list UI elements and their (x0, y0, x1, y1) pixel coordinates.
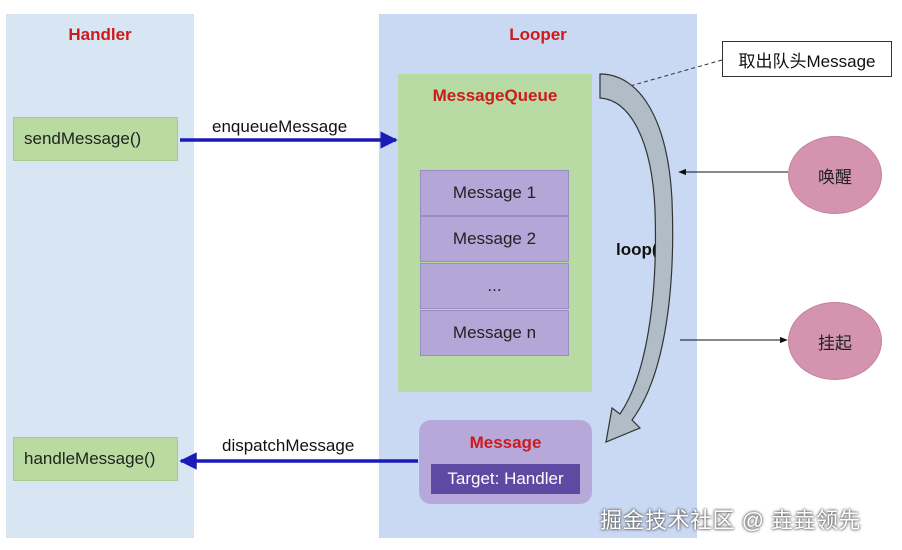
callout-connector (629, 59, 723, 87)
queue-item: ... (420, 263, 569, 309)
message-queue-title: MessageQueue (432, 86, 558, 105)
message-title: Message (469, 433, 542, 452)
enqueue-label: enqueueMessage (212, 117, 348, 136)
queue-item: Message 2 (420, 216, 569, 262)
looper-title: Looper (509, 25, 567, 44)
loop-label: loop() (616, 240, 664, 259)
handler-title: Handler (68, 25, 132, 44)
queue-item: Message 1 (420, 170, 569, 216)
dispatch-label: dispatchMessage (222, 436, 355, 455)
wake-circle: 唤醒 (788, 136, 882, 214)
handle-message-box: handleMessage() (13, 437, 178, 481)
loop-curve-arrow (599, 73, 674, 443)
dequeue-callout: 取出队头Message (722, 41, 892, 77)
target-handler-box: Target: Handler (431, 464, 580, 494)
suspend-circle: 挂起 (788, 302, 882, 380)
queue-item: Message n (420, 310, 569, 356)
send-message-box: sendMessage() (13, 117, 178, 161)
watermark: 掘金技术社区 @ 垚垚领先 (600, 508, 862, 533)
